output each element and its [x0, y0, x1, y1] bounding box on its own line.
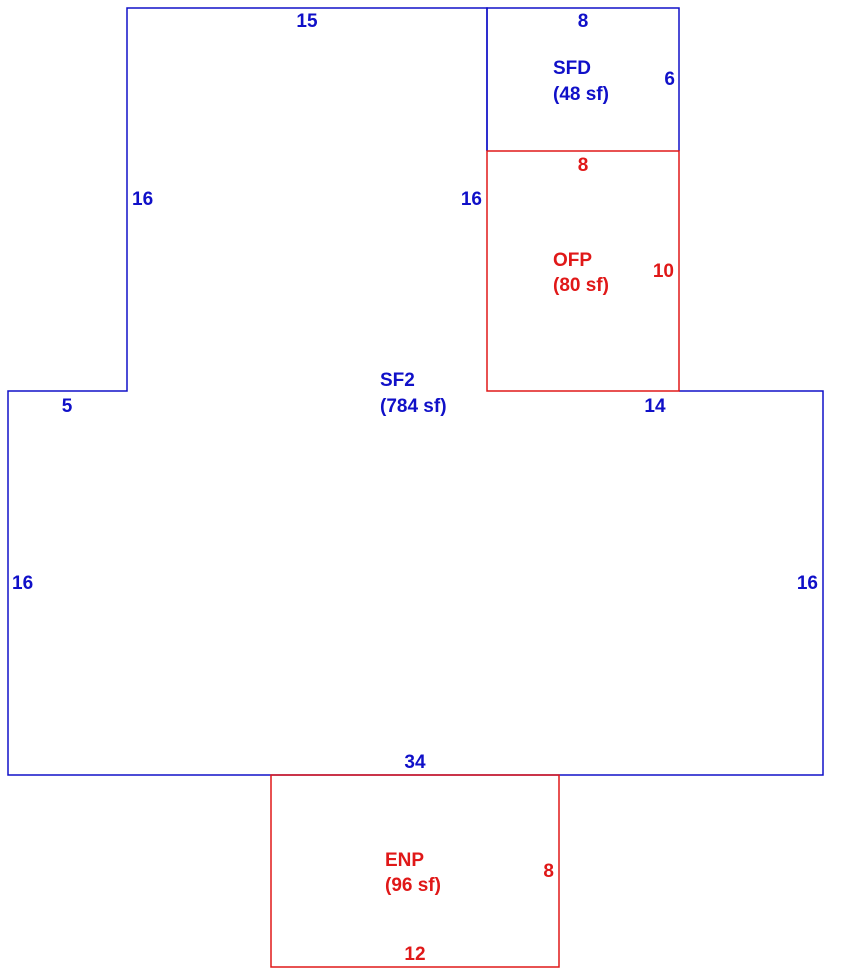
sfd-outline: [486, 7, 680, 151]
dim-sf2-step-left: 5: [62, 396, 73, 417]
sf2-outline: [7, 7, 824, 776]
enp-code-label: ENP: [385, 850, 424, 871]
dim-enp-right: 8: [543, 861, 554, 882]
dim-sf2-bottom: 34: [404, 752, 426, 773]
enp-outline: [270, 774, 560, 968]
dim-sfd-right: 6: [664, 69, 675, 90]
dim-sf2-lower-left: 16: [12, 573, 33, 594]
ofp-outline: [486, 150, 680, 392]
ofp-area-label: (80 sf): [553, 275, 609, 296]
dim-sf2-step-right: 14: [644, 396, 666, 417]
dim-ofp-top: 8: [578, 155, 589, 176]
dim-enp-bottom: 12: [404, 944, 425, 965]
sfd-code-label: SFD: [553, 58, 591, 79]
ofp-code-label: OFP: [553, 250, 592, 271]
dim-ofp-right: 10: [653, 261, 674, 282]
enp-area-label: (96 sf): [385, 875, 441, 896]
dim-sf2-upper-left: 16: [132, 189, 153, 210]
dim-sf2-lower-right: 16: [797, 573, 818, 594]
dim-sf2-upper-right: 16: [461, 189, 482, 210]
dim-sfd-top: 8: [578, 11, 589, 32]
sf2-code-label: SF2: [380, 370, 415, 391]
sfd-area-label: (48 sf): [553, 84, 609, 105]
dim-sf2-top-left: 15: [296, 11, 318, 32]
sf2-area-label: (784 sf): [380, 396, 447, 417]
